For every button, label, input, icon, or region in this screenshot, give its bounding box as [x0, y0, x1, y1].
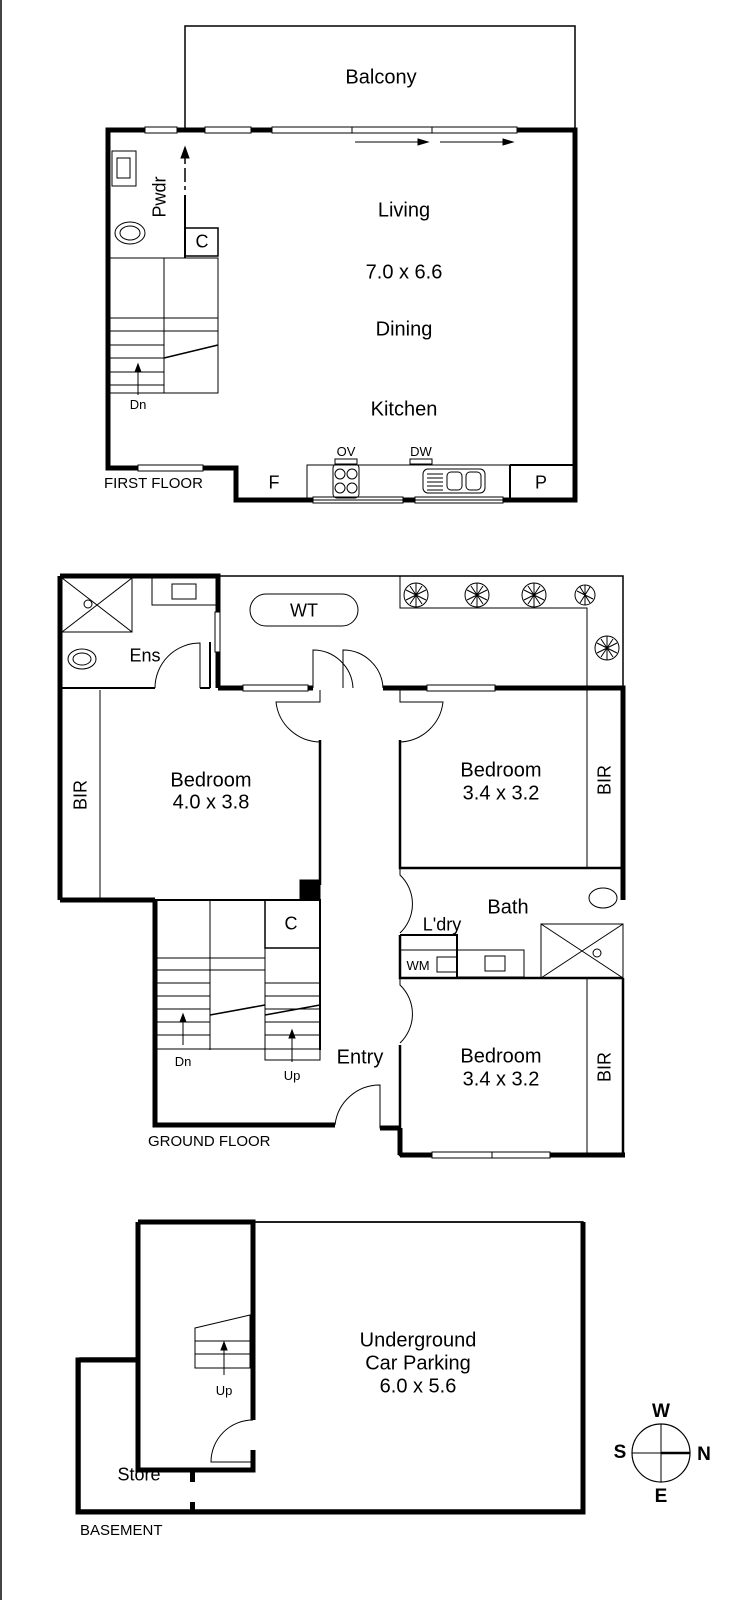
label-bir-right-bottom: BIR [594, 1051, 615, 1083]
page-left-border [0, 0, 2, 1600]
label-dishwasher: DW [410, 444, 432, 460]
room-label-dining: Dining [375, 318, 433, 341]
compass-label-east: E [654, 1486, 668, 1508]
label-cupboard-ground: C [284, 913, 298, 934]
room-label-parking-line2: Car Parking [365, 1352, 471, 1375]
floor-title-ground: GROUND FLOOR [148, 1133, 271, 1150]
label-bir-right-top: BIR [594, 764, 615, 796]
room-label-bedroom-2: Bedroom [460, 759, 542, 782]
stairs-down-label: Dn [129, 397, 147, 413]
room-label-ensuite: Ens [129, 645, 161, 666]
room-label-bedroom-1: Bedroom [170, 769, 252, 792]
label-water-tank: WT [290, 600, 318, 621]
room-label-powder: Pwdr [149, 176, 170, 218]
floor-title-first: FIRST FLOOR [104, 475, 203, 492]
ground-floor-plan [57, 573, 626, 1159]
compass-label-south: S [613, 1442, 627, 1464]
room-label-parking-line1: Underground [359, 1329, 477, 1352]
room-dimensions-bedroom-1: 4.0 x 3.8 [172, 791, 250, 814]
floor-title-basement: BASEMENT [80, 1522, 163, 1539]
stairs-up-label-ground: Up [283, 1068, 301, 1084]
stairs-down-label-ground: Dn [174, 1054, 192, 1070]
compass-label-north: N [697, 1444, 711, 1466]
label-oven: OV [336, 444, 356, 460]
label-washing-machine: WM [406, 958, 430, 974]
first-floor-plan [105, 25, 578, 504]
label-fridge: F [268, 472, 280, 493]
room-label-bedroom-3: Bedroom [460, 1045, 542, 1068]
room-dimensions-bedroom-3: 3.4 x 3.2 [462, 1068, 540, 1091]
room-label-laundry: L'dry [422, 914, 462, 935]
label-pantry: P [534, 472, 548, 493]
room-label-store: Store [117, 1464, 161, 1485]
room-dimensions-bedroom-2: 3.4 x 3.2 [462, 782, 540, 805]
stairs-up-label-basement: Up [215, 1383, 233, 1399]
room-label-living: Living [377, 199, 431, 222]
room-label-entry: Entry [336, 1046, 384, 1069]
room-label-cupboard: C [195, 231, 209, 252]
label-bir-left: BIR [70, 779, 91, 811]
room-label-bath: Bath [487, 896, 529, 919]
room-label-balcony: Balcony [345, 66, 417, 89]
room-label-kitchen: Kitchen [370, 398, 438, 421]
room-dimensions-parking: 6.0 x 5.6 [379, 1375, 457, 1398]
room-dimensions-living: 7.0 x 6.6 [365, 261, 443, 284]
compass-rose [631, 1423, 691, 1483]
compass-label-west: W [652, 1401, 670, 1423]
basement-plan [75, 1219, 586, 1515]
